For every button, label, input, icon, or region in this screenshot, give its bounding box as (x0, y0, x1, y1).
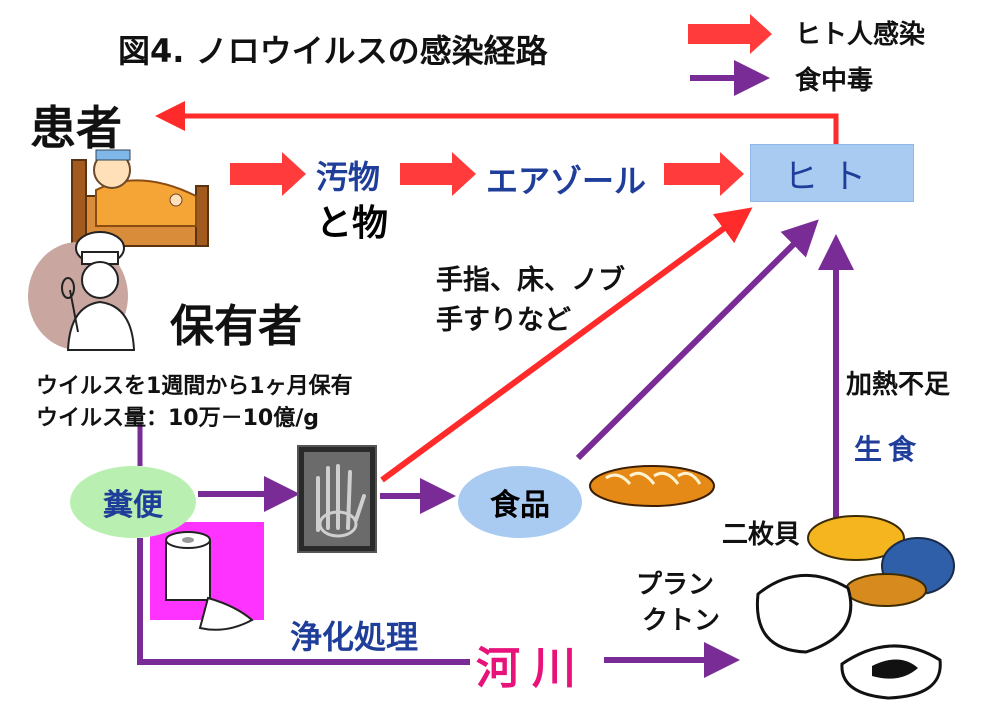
legend-human-arrow (688, 14, 772, 54)
bivalve-label: 二枚貝 (722, 520, 801, 550)
aerosol-label: エアゾール (486, 162, 647, 200)
arrow-feces-to-river (137, 538, 470, 665)
bread-illustration (589, 465, 715, 507)
insufficient-heating-label: 加熱不足 (846, 370, 951, 400)
feces-node: 糞便 (70, 466, 196, 538)
arrow-human-to-patient (155, 101, 839, 144)
raw-eating-label: 生食 (854, 433, 923, 466)
plankton-label-line1: プラン (636, 570, 715, 600)
carrier-info-duration: ウイルスを1週間から1ヶ月保有 (36, 374, 353, 399)
shellfish-illustration (755, 515, 955, 700)
patient-label: 患者 (30, 101, 122, 155)
diagram-title: 図4. ノロウイルスの感染経路 (118, 32, 548, 70)
purification-label: 浄化処理 (290, 618, 419, 656)
arrow-patient-to-filth (230, 152, 306, 196)
plankton-label-line2: クトン (642, 606, 721, 636)
human-node: ヒト (750, 144, 914, 202)
filth-label-line1: 汚物 (316, 158, 381, 196)
carrier-info-amount: ウイルス量：10万－10億/g (36, 406, 320, 431)
contact-surfaces-line1: 手指、床、ノブ (436, 265, 625, 296)
legend-food-label: 食中毒 (795, 66, 874, 96)
arrow-filth-to-aerosol (400, 152, 476, 196)
carrier-label: 保有者 (170, 301, 302, 352)
arrow-food-to-human (575, 219, 819, 461)
food-node: 食品 (458, 466, 582, 538)
arrow-aerosol-to-human (664, 152, 744, 196)
contact-surfaces-line2: 手すりなど (436, 305, 571, 336)
toilet-paper-illustration (150, 522, 264, 631)
chef-illustration (28, 231, 136, 351)
handprint-culture-plate (297, 445, 377, 553)
river-label: 河川 (476, 643, 588, 694)
filth-label-line2: と物 (316, 203, 389, 244)
legend-human-label: ヒト人感染 (795, 20, 926, 50)
arrow-hands-to-human (380, 207, 753, 483)
